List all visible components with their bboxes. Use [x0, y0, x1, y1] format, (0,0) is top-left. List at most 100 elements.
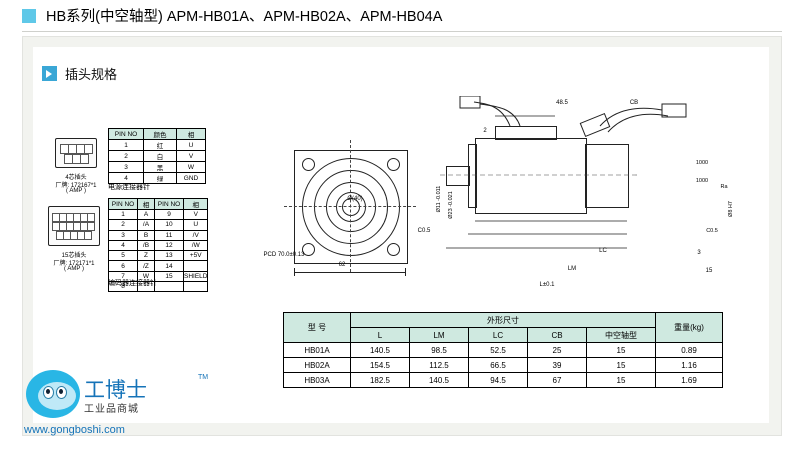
cell-model: HB03A	[283, 372, 351, 388]
cell-pin: 2	[108, 150, 144, 162]
cell: /W	[182, 239, 209, 252]
dimension-line-body	[294, 272, 406, 273]
flange-circle	[314, 170, 388, 244]
dim-shaft-1-label: Ø11 -0.011	[436, 185, 442, 213]
dim-body-label: 62	[338, 262, 346, 268]
cell-l: 182.5	[350, 372, 410, 388]
arrow-icon	[42, 66, 57, 81]
cell: /Z	[137, 260, 155, 272]
power-connector-drawing	[55, 138, 97, 168]
dim-1000-label-1: 1000	[695, 160, 709, 166]
spec-col-model: 型 号	[283, 312, 351, 343]
spec-table: 型 号 外形尺寸 重量(kg) L LM LC CB 中空轴型 HB01A 14…	[283, 312, 723, 388]
table-row: HB03A 182.5 140.5 94.5 67 15 1.69	[283, 372, 723, 388]
cell-phase: W	[176, 161, 206, 173]
cell-pin: 3	[108, 161, 144, 173]
motor-flange	[468, 144, 477, 208]
cell: 3	[108, 229, 138, 241]
table-row: 3 B 11 /V	[108, 229, 209, 241]
column-header: PIN NO	[154, 198, 184, 210]
header-divider	[22, 31, 782, 32]
cell-phase: U	[176, 139, 206, 151]
table-row: 6 /Z 14	[108, 260, 209, 272]
column-header: PIN NO	[108, 128, 144, 140]
column-header: 相	[176, 128, 206, 140]
bore-circle	[336, 192, 366, 222]
cell-color: 白	[143, 150, 177, 162]
motor-side-view	[440, 96, 740, 296]
inner-bore-circle	[342, 198, 360, 216]
cell-cb: 39	[527, 357, 587, 373]
power-connector-table: PIN NO 颜色 相 1 红 U 2 白 V 3 黑 W 4 绿 GND	[108, 128, 206, 184]
cell-phase: V	[176, 150, 206, 162]
dim-shaft-3-label: Ø8 H7	[728, 201, 734, 217]
mounting-hole	[387, 243, 400, 256]
cell-pin: 1	[108, 139, 144, 151]
cell	[154, 281, 184, 293]
dim-485-label: 48.5	[556, 100, 568, 106]
cell-weight: 1.16	[655, 357, 723, 373]
mascot-pupil-left	[46, 389, 50, 394]
cell-lm: 140.5	[409, 372, 469, 388]
dim-ra-label: Ra	[720, 184, 728, 190]
cell: 12	[154, 239, 184, 252]
cell-lm: 98.5	[409, 342, 469, 358]
cell-lc: 66.5	[468, 357, 528, 373]
cell: 6	[108, 260, 138, 272]
cell-hollow: 15	[586, 372, 656, 388]
dim-bore-label: Ø(40)	[347, 196, 363, 202]
cell: SHIELD	[182, 270, 209, 283]
column-header: PIN NO	[108, 198, 138, 210]
dim-3-label: 3	[697, 250, 701, 256]
watermark-logo: 工博士 TM 工业品商城 www.gongboshi.com	[22, 368, 212, 448]
cell-weight: 1.69	[655, 372, 723, 388]
section-header: 插头规格	[42, 64, 117, 83]
motor-shaft	[446, 166, 470, 186]
page-header: HB系列(中空轴型) APM-HB01A、APM-HB02A、APM-HB04A	[22, 5, 782, 32]
mounting-hole	[302, 158, 315, 171]
cell: Z	[137, 250, 155, 262]
cell-phase: GND	[176, 172, 206, 184]
table-row: 4 /B 12 /W	[108, 239, 209, 252]
cell-cb: 25	[527, 342, 587, 358]
cell	[182, 260, 209, 272]
dim-lc-label: LC	[599, 248, 607, 254]
table-row: 2 /A 10 U	[108, 219, 209, 231]
cell-model: HB01A	[283, 342, 351, 358]
cell	[182, 281, 209, 293]
table-row: HB01A 140.5 98.5 52.5 25 15 0.89	[283, 342, 723, 358]
cell: B	[137, 229, 155, 241]
spec-subcol-hollow: 中空轴型	[586, 327, 656, 343]
table-row: 1 红 U	[108, 139, 206, 151]
encoder-connector-label-2: 厂牌: 172171*1	[53, 261, 95, 267]
cell-model: HB02A	[283, 357, 351, 373]
mounting-hole	[302, 243, 315, 256]
logo-subtitle: 工业品商城	[84, 404, 139, 415]
logo-name: 工博士	[84, 378, 147, 402]
dim-c05-label: C0.5	[706, 228, 718, 234]
cell-lc: 94.5	[468, 372, 528, 388]
page-title: HB系列(中空轴型) APM-HB01A、APM-HB02A、APM-HB04A	[46, 9, 443, 25]
top-plate	[495, 126, 557, 140]
cell: U	[182, 219, 209, 231]
dim-pcd-label: PCD 70.0±0.13	[263, 252, 305, 258]
cell: 10	[154, 219, 184, 231]
cell-l: 140.5	[350, 342, 410, 358]
pin	[87, 222, 95, 231]
encoder-connector-caption: 编码器连接器针	[108, 280, 157, 287]
pin	[84, 231, 92, 240]
power-connector-label-1: 4芯插头	[65, 175, 87, 181]
column-header: 相	[137, 198, 155, 210]
header-mark-icon	[22, 9, 36, 23]
pin	[84, 144, 93, 154]
cell-hollow: 15	[586, 342, 656, 358]
cell: 14	[154, 260, 184, 272]
table-row: HB02A 154.5 112.5 66.5 39 15 1.16	[283, 357, 723, 373]
cell: 11	[154, 229, 184, 241]
dim-lm-label: LM	[567, 266, 577, 272]
power-connector-caption: 电源连接器针	[108, 184, 150, 191]
cell: 2	[108, 219, 138, 231]
cell: 4	[108, 239, 138, 252]
motor-front-view	[276, 122, 436, 292]
spec-col-dim: 外形尺寸	[350, 312, 656, 328]
